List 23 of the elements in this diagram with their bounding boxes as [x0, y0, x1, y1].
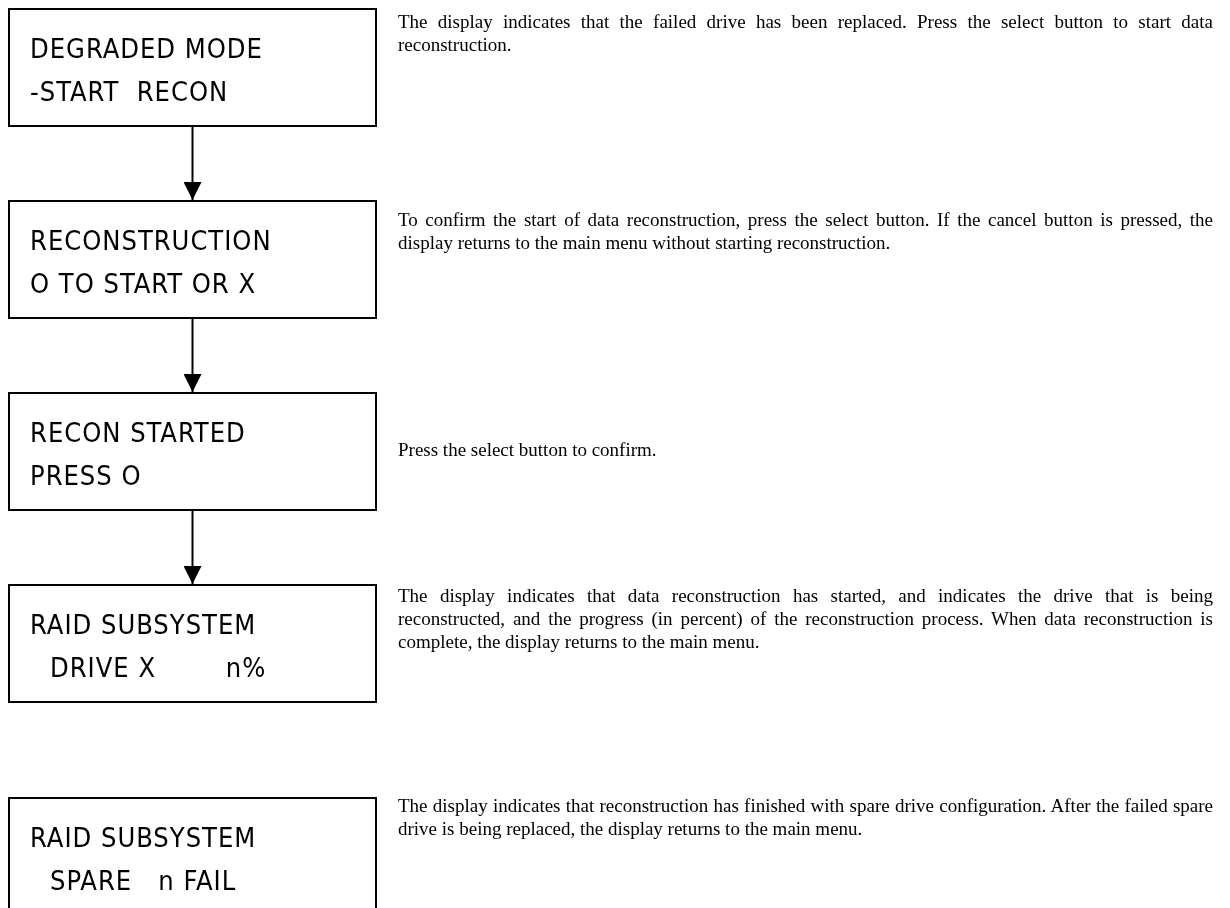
display-box: [8, 797, 377, 908]
display-box: [8, 200, 377, 319]
description-text: Press the select button to confirm.: [398, 438, 658, 461]
display-text: -START RECON: [30, 77, 229, 107]
display-text: SPARE n FAIL: [50, 866, 237, 896]
display-text: O TO START OR X: [30, 269, 257, 299]
arrow: [183, 509, 202, 585]
description-text: The display indicates that the failed drive has been replaced. Press the select button to start data reconstruction.: [398, 10, 1213, 56]
description-text: The display indicates that data reconstruction has started, and indicates the drive that is being reconstructed, and the progress (in percent) of the reconstruction process. When data reconstruction is complete, the display returns to the main menu.: [398, 584, 1213, 653]
description-text: The display indicates that reconstruction has finished with spare drive configuration. After the failed spare drive is being replaced, the display returns to the main menu.: [398, 794, 1213, 840]
display-box: [8, 584, 377, 703]
display-box: [8, 392, 377, 511]
display-text: DEGRADED MODE: [30, 34, 263, 64]
display-text: RECONSTRUCTION: [30, 226, 272, 256]
display-text: PRESS O: [30, 461, 142, 491]
arrow: [183, 125, 202, 201]
description-text: To confirm the start of data reconstruction, press the select button. If the cancel button is pressed, the display returns to the main menu without starting reconstruction.: [398, 208, 1213, 254]
arrow: [183, 317, 202, 393]
display-text: DRIVE X n%: [50, 653, 267, 683]
display-text: RAID SUBSYSTEM: [30, 610, 257, 640]
display-text: RECON STARTED: [30, 418, 246, 448]
display-text: RAID SUBSYSTEM: [30, 823, 257, 853]
display-box: [8, 8, 377, 127]
